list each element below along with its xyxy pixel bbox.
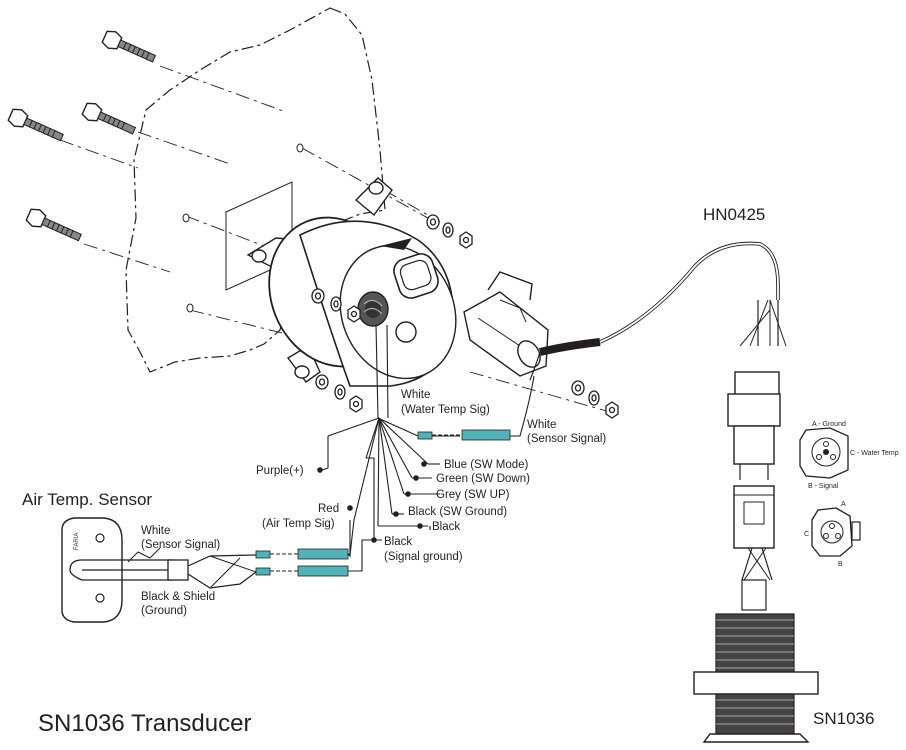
label-sensor-black-2: (Ground) [141,605,187,617]
butt-connector-air-ground [255,565,349,577]
transducer-heading: SN1036 Transducer [38,710,251,737]
label-white-sensor-signal-2: (Sensor Signal) [527,433,606,445]
labels: Air Temp. Sensor SN1036 Transducer HN042… [22,205,899,737]
transducer-cable [693,299,819,743]
svg-text:FARIA: FARIA [74,533,80,550]
label-sensor-black-1: Black & Shield [141,591,215,603]
label-white-water-temp-1: White [401,389,430,401]
harness-heading: HN0425 [703,205,765,224]
label-white-water-temp-2: (Water Temp Sig) [401,404,490,416]
label-white-sensor-signal-1: White [527,419,556,431]
screw [25,208,82,242]
label-blue: Blue (SW Mode) [444,459,529,471]
pin-label-water-temp: C - Water Temp [850,450,899,457]
screw [7,108,64,142]
screw [101,30,157,63]
connector-face-1 [799,427,849,479]
label-sensor-white-2: (Sensor Signal) [141,539,220,551]
assembly-lines [59,65,611,413]
label-black-signal-ground-2: (Signal ground) [384,551,463,563]
transducer-part-label: SN1036 [813,709,874,728]
air-temp-sensor-heading: Air Temp. Sensor [22,490,152,509]
label-black: Black [432,521,460,533]
pin-label-b: B [838,561,843,568]
connector-face-2 [811,507,861,557]
gauge [246,177,457,387]
pin-label-a: A [841,501,846,508]
wire-dots [317,461,427,543]
label-black-sw-ground: Black (SW Ground) [408,506,507,518]
label-black-signal-ground-1: Black [384,536,412,548]
screw [81,102,137,135]
panel-holes [182,143,304,313]
air-temp-sensor: FARIA [61,517,257,623]
butt-connectors [255,429,511,577]
pin-label-ground: A - Ground [812,421,846,428]
pin-label-c: C [804,531,809,538]
label-green: Green (SW Down) [436,473,530,485]
pin-label-signal: B - Signal [808,483,839,490]
washers-and-nuts [311,214,619,419]
label-purple: Purple(+) [256,465,304,477]
label-red-1: Red [318,503,339,515]
label-grey: Grey (SW UP) [436,489,510,501]
harness-plug [463,241,780,381]
label-sensor-white-1: White [141,525,170,537]
label-red-2: (Air Temp Sig) [262,518,335,530]
butt-connector-air-signal [255,548,349,560]
butt-connector-water-temp [417,429,511,441]
screws [7,30,157,242]
